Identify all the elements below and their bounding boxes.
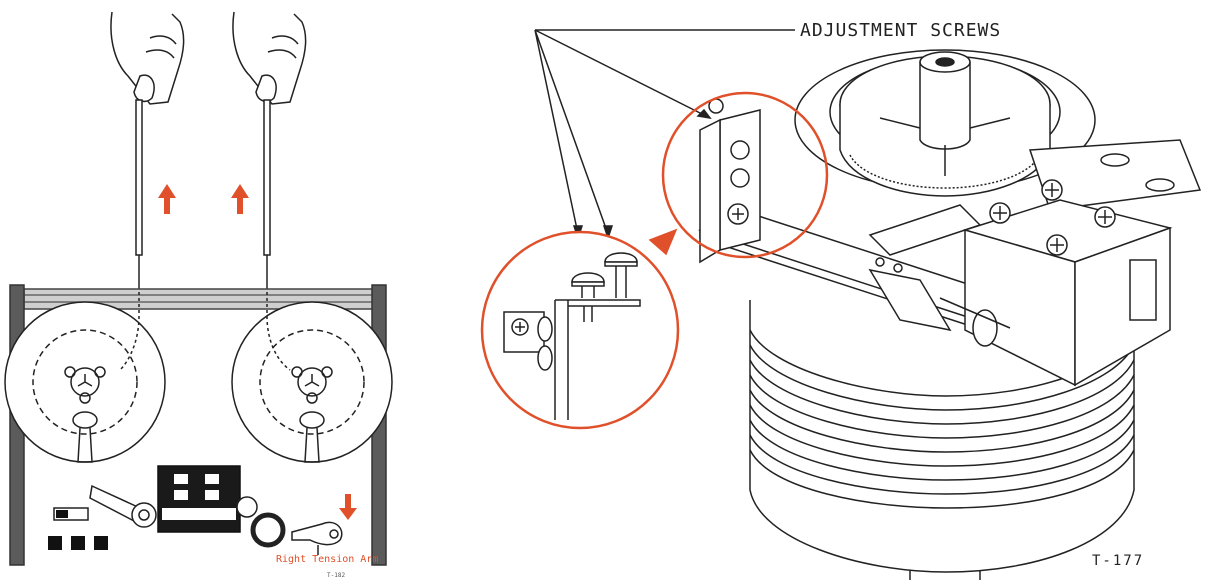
pulley — [794, 49, 1096, 197]
spring-scale-right — [263, 99, 271, 292]
head-assembly — [157, 465, 241, 533]
magnified-detail — [480, 228, 680, 430]
up-arrow-icon — [231, 184, 249, 214]
left-hand — [110, 11, 185, 105]
right-figure-code: T-177 — [1092, 553, 1145, 569]
left-figure-code: T-182 — [327, 572, 346, 579]
leader-lines — [534, 29, 795, 235]
right-tension-arm-label: Right Tension Arm — [276, 554, 379, 565]
right-tension-arm — [291, 521, 343, 546]
takeup-reel — [231, 301, 393, 463]
zoom-source-circle — [661, 91, 829, 259]
adjustment-screws-label: ADJUSTMENT SCREWS — [800, 20, 1002, 41]
solenoid-box — [939, 179, 1173, 387]
down-arrow-icon — [339, 494, 357, 520]
right-figure — [480, 29, 1202, 580]
spring-scale-left — [135, 99, 143, 292]
left-figure — [4, 11, 393, 566]
supply-reel — [4, 301, 166, 463]
right-hand — [232, 11, 307, 105]
up-arrow-icon — [158, 184, 176, 214]
